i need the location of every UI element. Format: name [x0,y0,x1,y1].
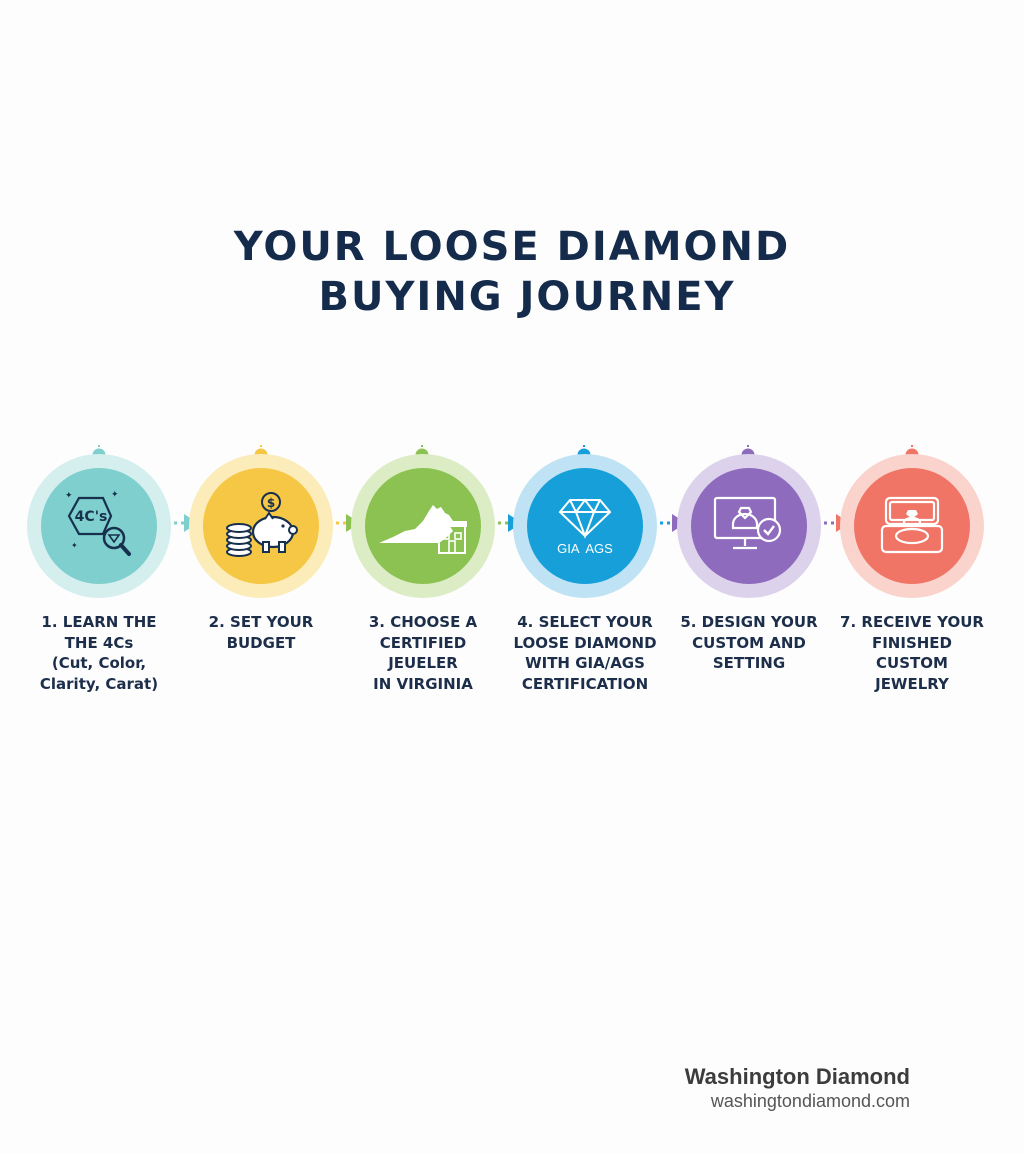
step-5-ring [677,454,821,598]
brand-name: Washington Diamond [684,1064,910,1089]
4cs-icon-text: 4C's [75,509,108,525]
step-4: GIA AGS 4. SELECT YOUR LOOSE DIAMOND WIT… [513,454,657,693]
step-5: 5. DESIGN YOUR CUSTOM AND SETTING [677,454,821,672]
step-5-circle [691,468,807,584]
step-6-label: 7. RECEIVE YOUR FINISHED CUSTOM JEWELRY [840,613,984,693]
brand-block: Washington Diamond washingtondiamond.com [660,1064,910,1112]
step-3: 3. CHOOSE A CERTIFIED JEUELER IN VIRGINI… [351,454,495,693]
step-4-ring: GIA AGS [513,454,657,598]
diamond-certificate-icon: GIA AGS [557,498,613,556]
page-title: YOUR LOOSE DIAMOND BUYING JOURNEY [0,222,1024,322]
step-2: $ 2. SET YOUR BUDGET [189,454,333,652]
svg-text:✦: ✦ [65,491,73,501]
ring-box-icon [880,496,944,554]
step-1-label: 1. LEARN THE THE 4Cs (Cut, Color, Clarit… [39,613,159,693]
step-3-circle [365,468,481,584]
step-2-circle: $ [203,468,319,584]
step-3-label: 3. CHOOSE A CERTIFIED JEUELER IN VIRGINI… [368,613,478,693]
svg-text:✦: ✦ [111,490,119,500]
title-line-1: YOUR LOOSE DIAMOND [233,224,791,270]
step-4-circle: GIA AGS [527,468,643,584]
gia-ags-icon-text: GIA AGS [557,541,613,556]
piggy-bank-coins-icon: $ [226,492,298,557]
4cs-magnifier-icon: 4C's ✦ ✦ ✦ [65,490,131,556]
step-2-ring: $ [189,454,333,598]
step-6-ring [840,454,984,598]
virginia-map-store-icon [379,505,467,554]
step-6-circle [854,468,970,584]
step-1: 4C's ✦ ✦ ✦ 1. LEARN THE THE 4Cs (Cut, Co… [27,454,171,693]
title-line-2: BUYING JOURNEY [318,274,736,320]
step-3-ring [351,454,495,598]
step-5-label: 5. DESIGN YOUR CUSTOM AND SETTING [680,613,818,672]
step-1-ring: 4C's ✦ ✦ ✦ [27,454,171,598]
monitor-ring-check-icon [713,496,782,550]
step-4-label: 4. SELECT YOUR LOOSE DIAMOND WITH GIA/AG… [513,613,657,693]
step-2-label: 2. SET YOUR BUDGET [208,613,314,652]
svg-text:✦: ✦ [71,541,78,550]
step-1-circle: 4C's ✦ ✦ ✦ [41,468,157,584]
brand-url[interactable]: washingtondiamond.com [710,1091,910,1111]
dollar-coin-text: $ [267,496,275,510]
step-6: 7. RECEIVE YOUR FINISHED CUSTOM JEWELRY [840,454,984,693]
